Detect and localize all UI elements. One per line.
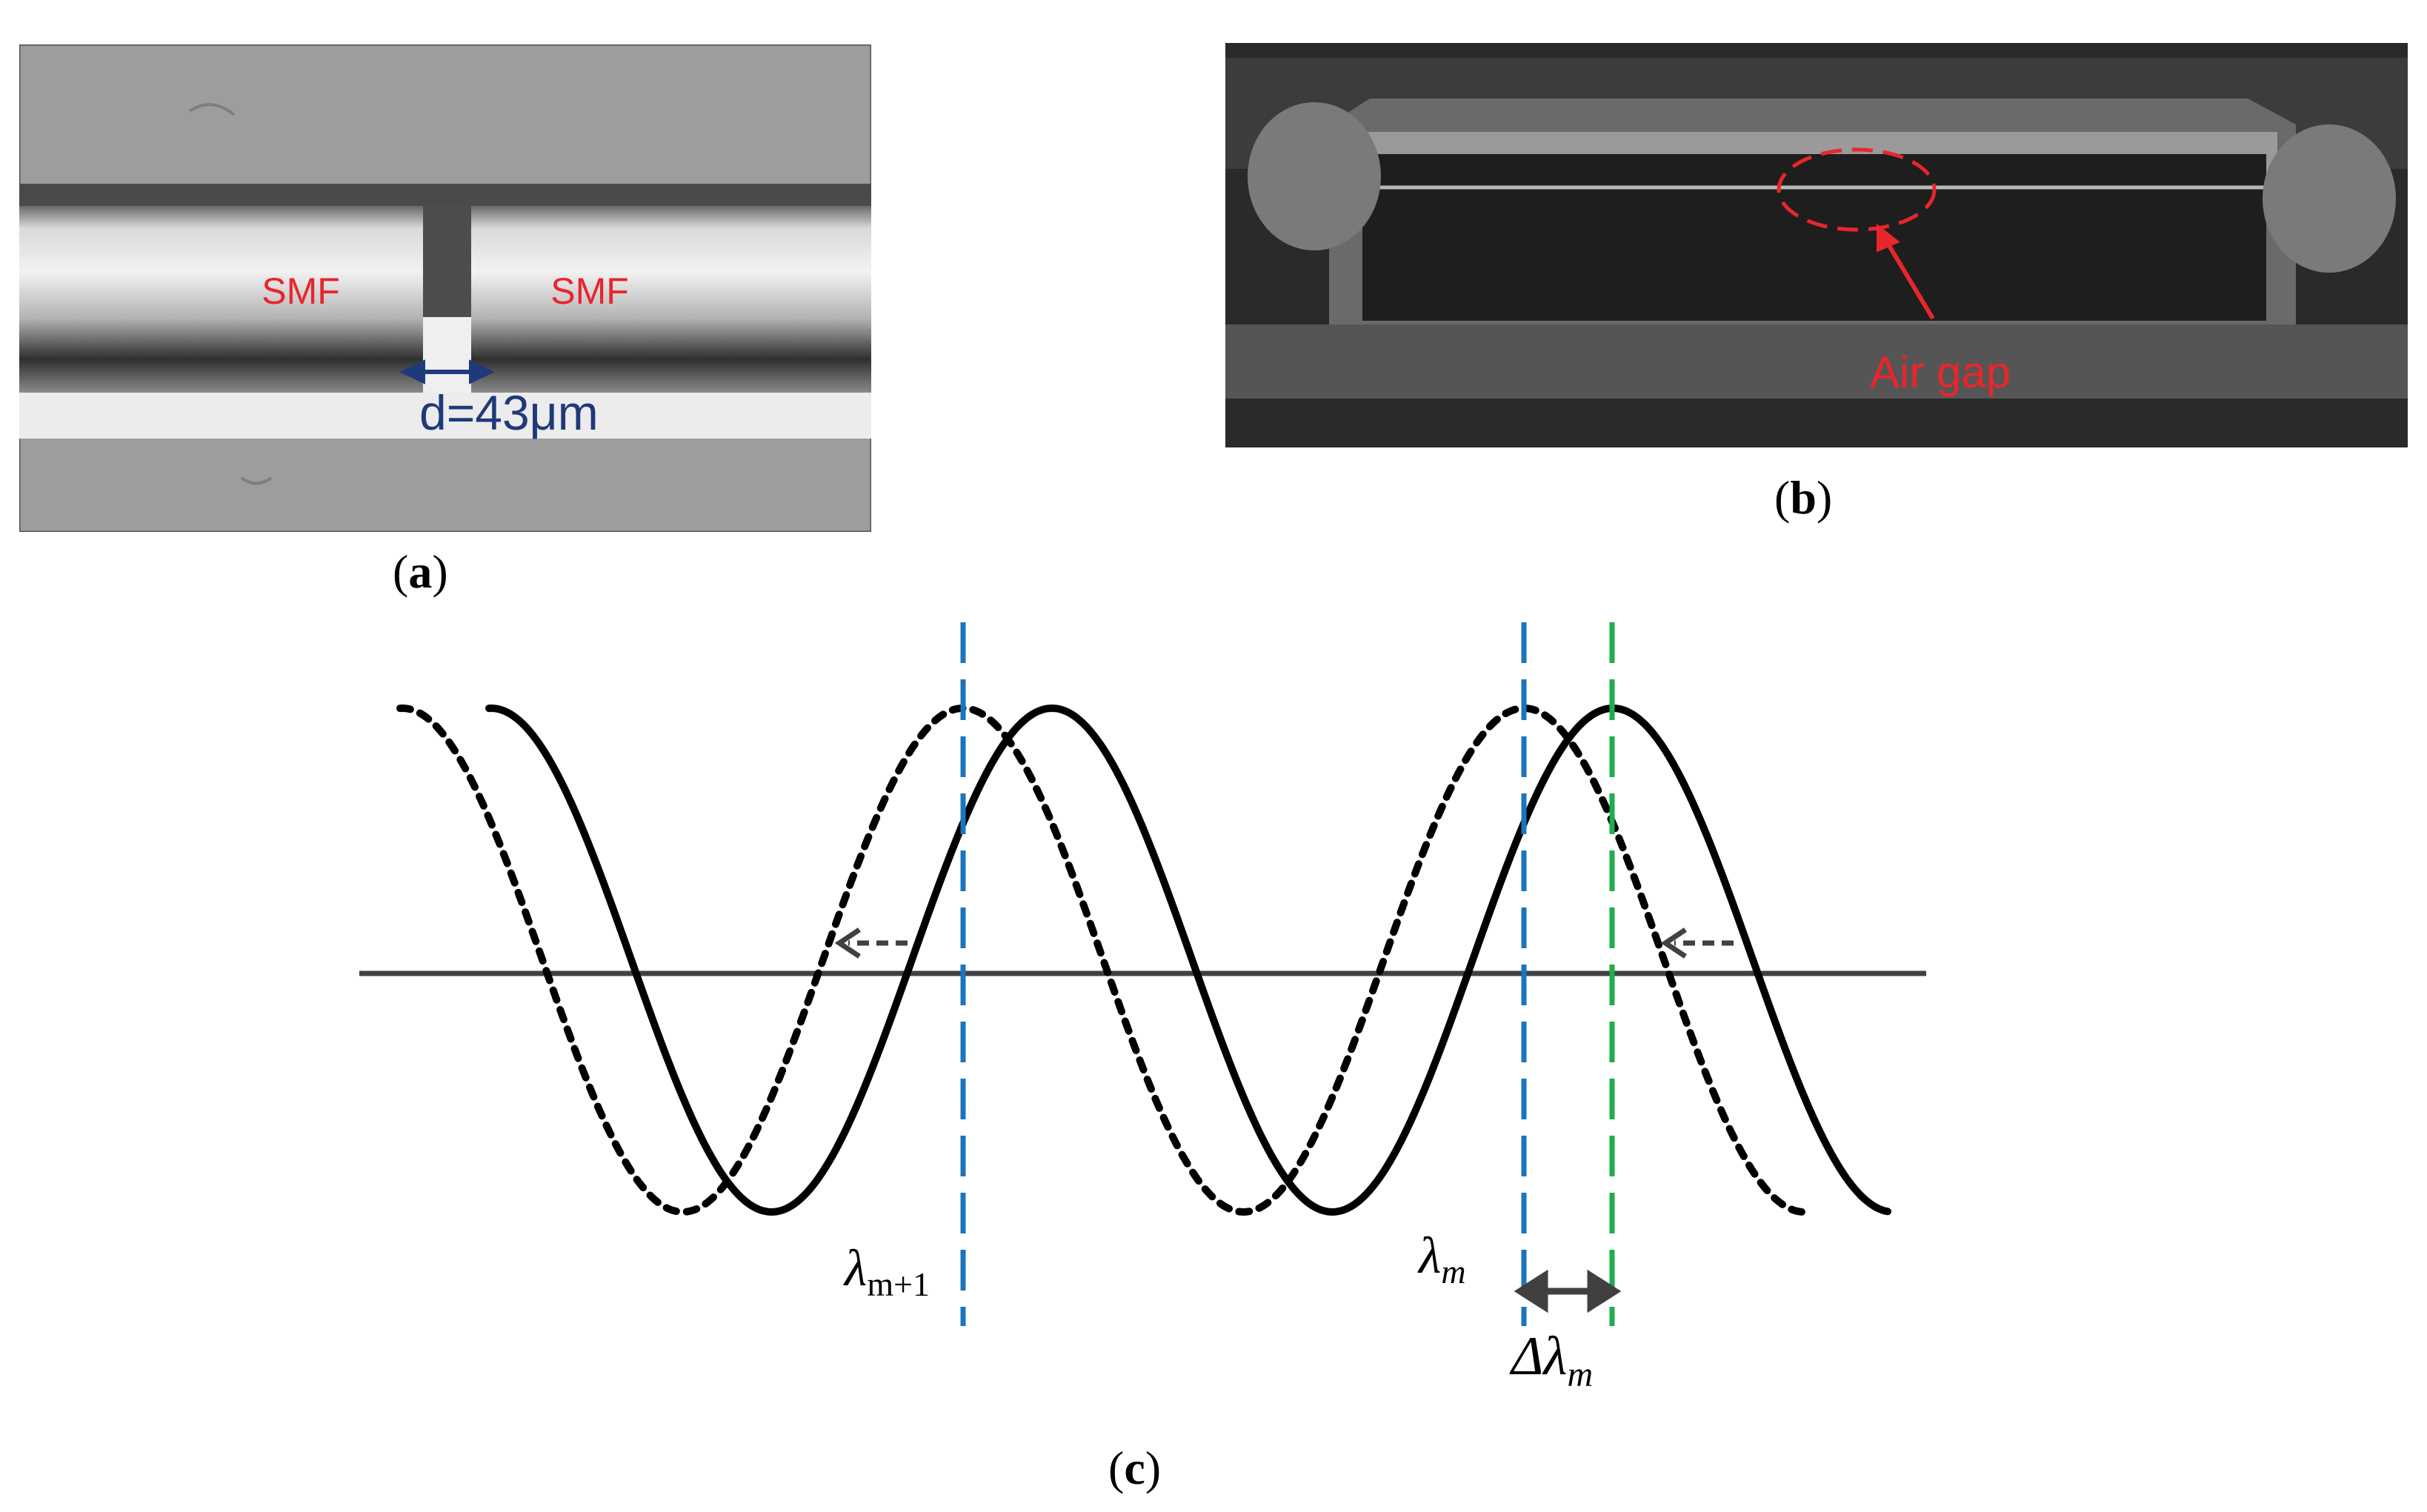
- original-spectrum-curve: [485, 704, 1891, 1216]
- caption-b-letter: b: [1790, 471, 1817, 524]
- caption-a: (a): [393, 545, 448, 598]
- delta-lambda-symbol: Δλ: [1509, 1326, 1567, 1387]
- lambda-m1-symbol: λ: [843, 1240, 867, 1297]
- lambda-m-symbol: λ: [1417, 1228, 1441, 1285]
- lambda-m1-label: λm+1: [843, 1240, 930, 1303]
- air-gap-highlight-circle: [1777, 147, 1937, 232]
- lambda-m-subscript: m: [1441, 1253, 1465, 1290]
- shifted-spectrum-curve: [396, 704, 1805, 1216]
- lambda-m-label: λm: [1417, 1228, 1466, 1290]
- delta-lambda-subscript: m: [1567, 1355, 1593, 1394]
- air-gap-region: [423, 206, 471, 317]
- caption-c: (c): [1108, 1442, 1162, 1494]
- gap-width-arrow: [399, 359, 495, 384]
- smf-left-label: SMF: [262, 270, 340, 312]
- caption-a-letter: a: [408, 545, 433, 598]
- smf-left: [19, 206, 423, 393]
- smf-right: [471, 206, 871, 393]
- delta-lambda-label: Δλm: [1509, 1326, 1593, 1394]
- panel-a-micrograph: SMF SMF d=43μm: [19, 44, 871, 532]
- gap-distance-label: d=43μm: [419, 385, 599, 440]
- panel-b-micrograph: Air gap: [1225, 43, 2408, 447]
- lambda-m1-subscript: m+1: [867, 1265, 930, 1303]
- air-gap-label: Air gap: [1870, 347, 2011, 397]
- shift-arrow-left: [834, 927, 908, 959]
- air-gap-pointer-arrow: [1877, 223, 1935, 320]
- panel-c-spectrum-diagram: λm+1 λm Δλm: [359, 622, 1926, 1394]
- shift-arrow-right: [1660, 927, 1734, 959]
- delta-lambda-arrow: [1514, 1269, 1622, 1313]
- caption-b: (b): [1774, 471, 1833, 524]
- smf-right-label: SMF: [550, 270, 629, 312]
- caption-c-letter: c: [1124, 1442, 1145, 1494]
- microchannel: [1362, 154, 2266, 321]
